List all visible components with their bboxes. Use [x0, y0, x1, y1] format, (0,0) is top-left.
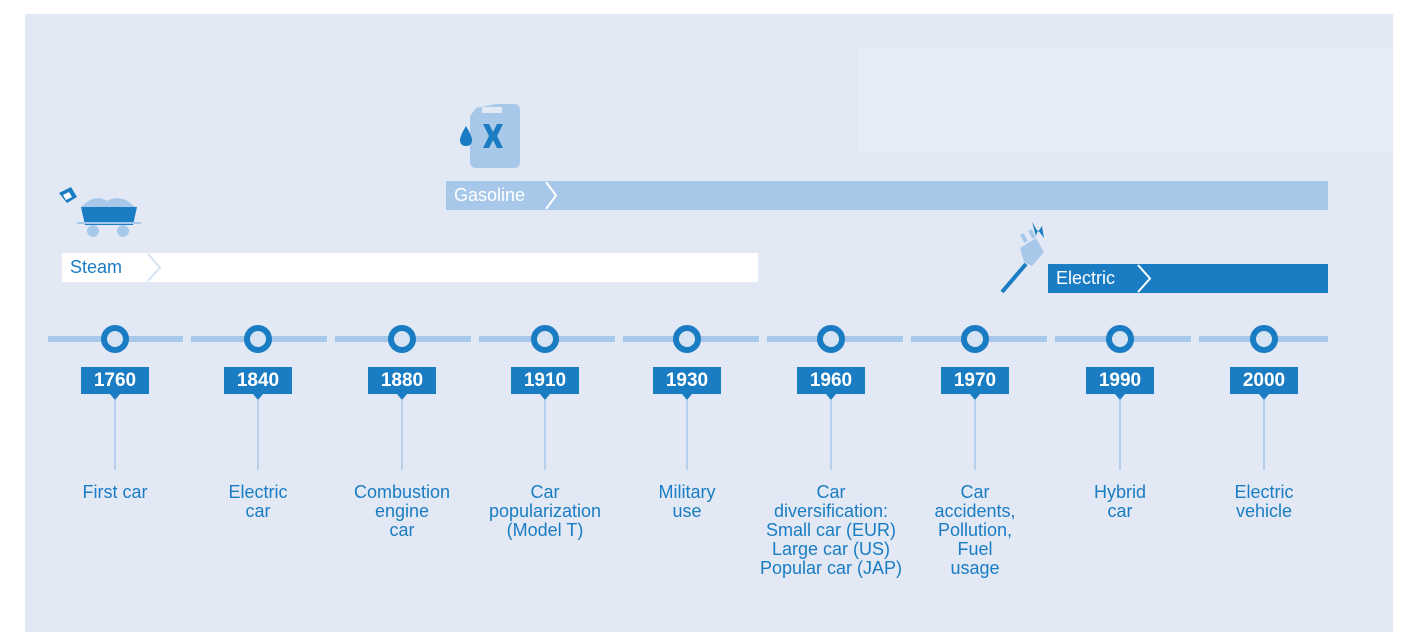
- era-label-gasoline: Gasoline: [454, 185, 526, 205]
- year-badge-pointer: [1259, 394, 1269, 400]
- milestone-marker: [961, 325, 989, 353]
- year-badge-pointer: [253, 394, 263, 400]
- chevron-right-icon: [1137, 264, 1152, 293]
- era-bar-electric: Electric: [1048, 264, 1328, 293]
- panel-tint-area: [858, 48, 1393, 152]
- milestone-marker: [244, 325, 272, 353]
- era-label-electric: Electric: [1056, 268, 1116, 288]
- year-badge: 1760: [81, 367, 149, 394]
- milestone-marker: [388, 325, 416, 353]
- milestone-marker: [531, 325, 559, 353]
- year-badge-pointer: [970, 394, 980, 400]
- year-badge-pointer: [397, 394, 407, 400]
- year-badge: 1930: [653, 367, 721, 394]
- milestone-event: Military use: [658, 482, 716, 521]
- year-badge: 1990: [1086, 367, 1154, 394]
- milestone-event: Electric vehicle: [1234, 482, 1294, 521]
- milestone-event: Hybrid car: [1093, 482, 1146, 521]
- milestone-event: First car: [82, 482, 148, 502]
- year-badge: 1880: [368, 367, 436, 394]
- milestone-event: Car diversification: Small car (EUR) Lar…: [759, 482, 903, 578]
- chevron-right-icon: [545, 181, 558, 210]
- era-bar-gasoline: Gasoline: [446, 181, 1328, 210]
- milestone-marker: [1250, 325, 1278, 353]
- year-badge: 1840: [224, 367, 292, 394]
- year-badge-pointer: [1115, 394, 1125, 400]
- milestone-marker: [673, 325, 701, 353]
- era-label-steam: Steam: [70, 257, 123, 277]
- fuel-canister-icon: [460, 104, 520, 168]
- coal-cart-icon: [59, 187, 141, 237]
- electric-plug-icon: [1000, 222, 1044, 294]
- year-badge-pointer: [826, 394, 836, 400]
- milestone-event: Car popularization (Model T): [488, 482, 602, 540]
- milestone-marker: [1106, 325, 1134, 353]
- year-badge-pointer: [110, 394, 120, 400]
- chevron-right-icon: [147, 253, 162, 282]
- year-badge: 1970: [941, 367, 1009, 394]
- milestone-event: Combustion engine car: [353, 482, 451, 540]
- era-bar-steam: Steam: [62, 253, 758, 282]
- milestone-marker: [101, 325, 129, 353]
- milestone-event: Electric car: [228, 482, 288, 521]
- milestone-marker: [817, 325, 845, 353]
- year-badge-pointer: [682, 394, 692, 400]
- year-badge: 1910: [511, 367, 579, 394]
- year-badge-pointer: [540, 394, 550, 400]
- year-badge: 2000: [1230, 367, 1298, 394]
- milestone-event: Car accidents, Pollution, Fuel usage: [934, 482, 1016, 578]
- year-badge: 1960: [797, 367, 865, 394]
